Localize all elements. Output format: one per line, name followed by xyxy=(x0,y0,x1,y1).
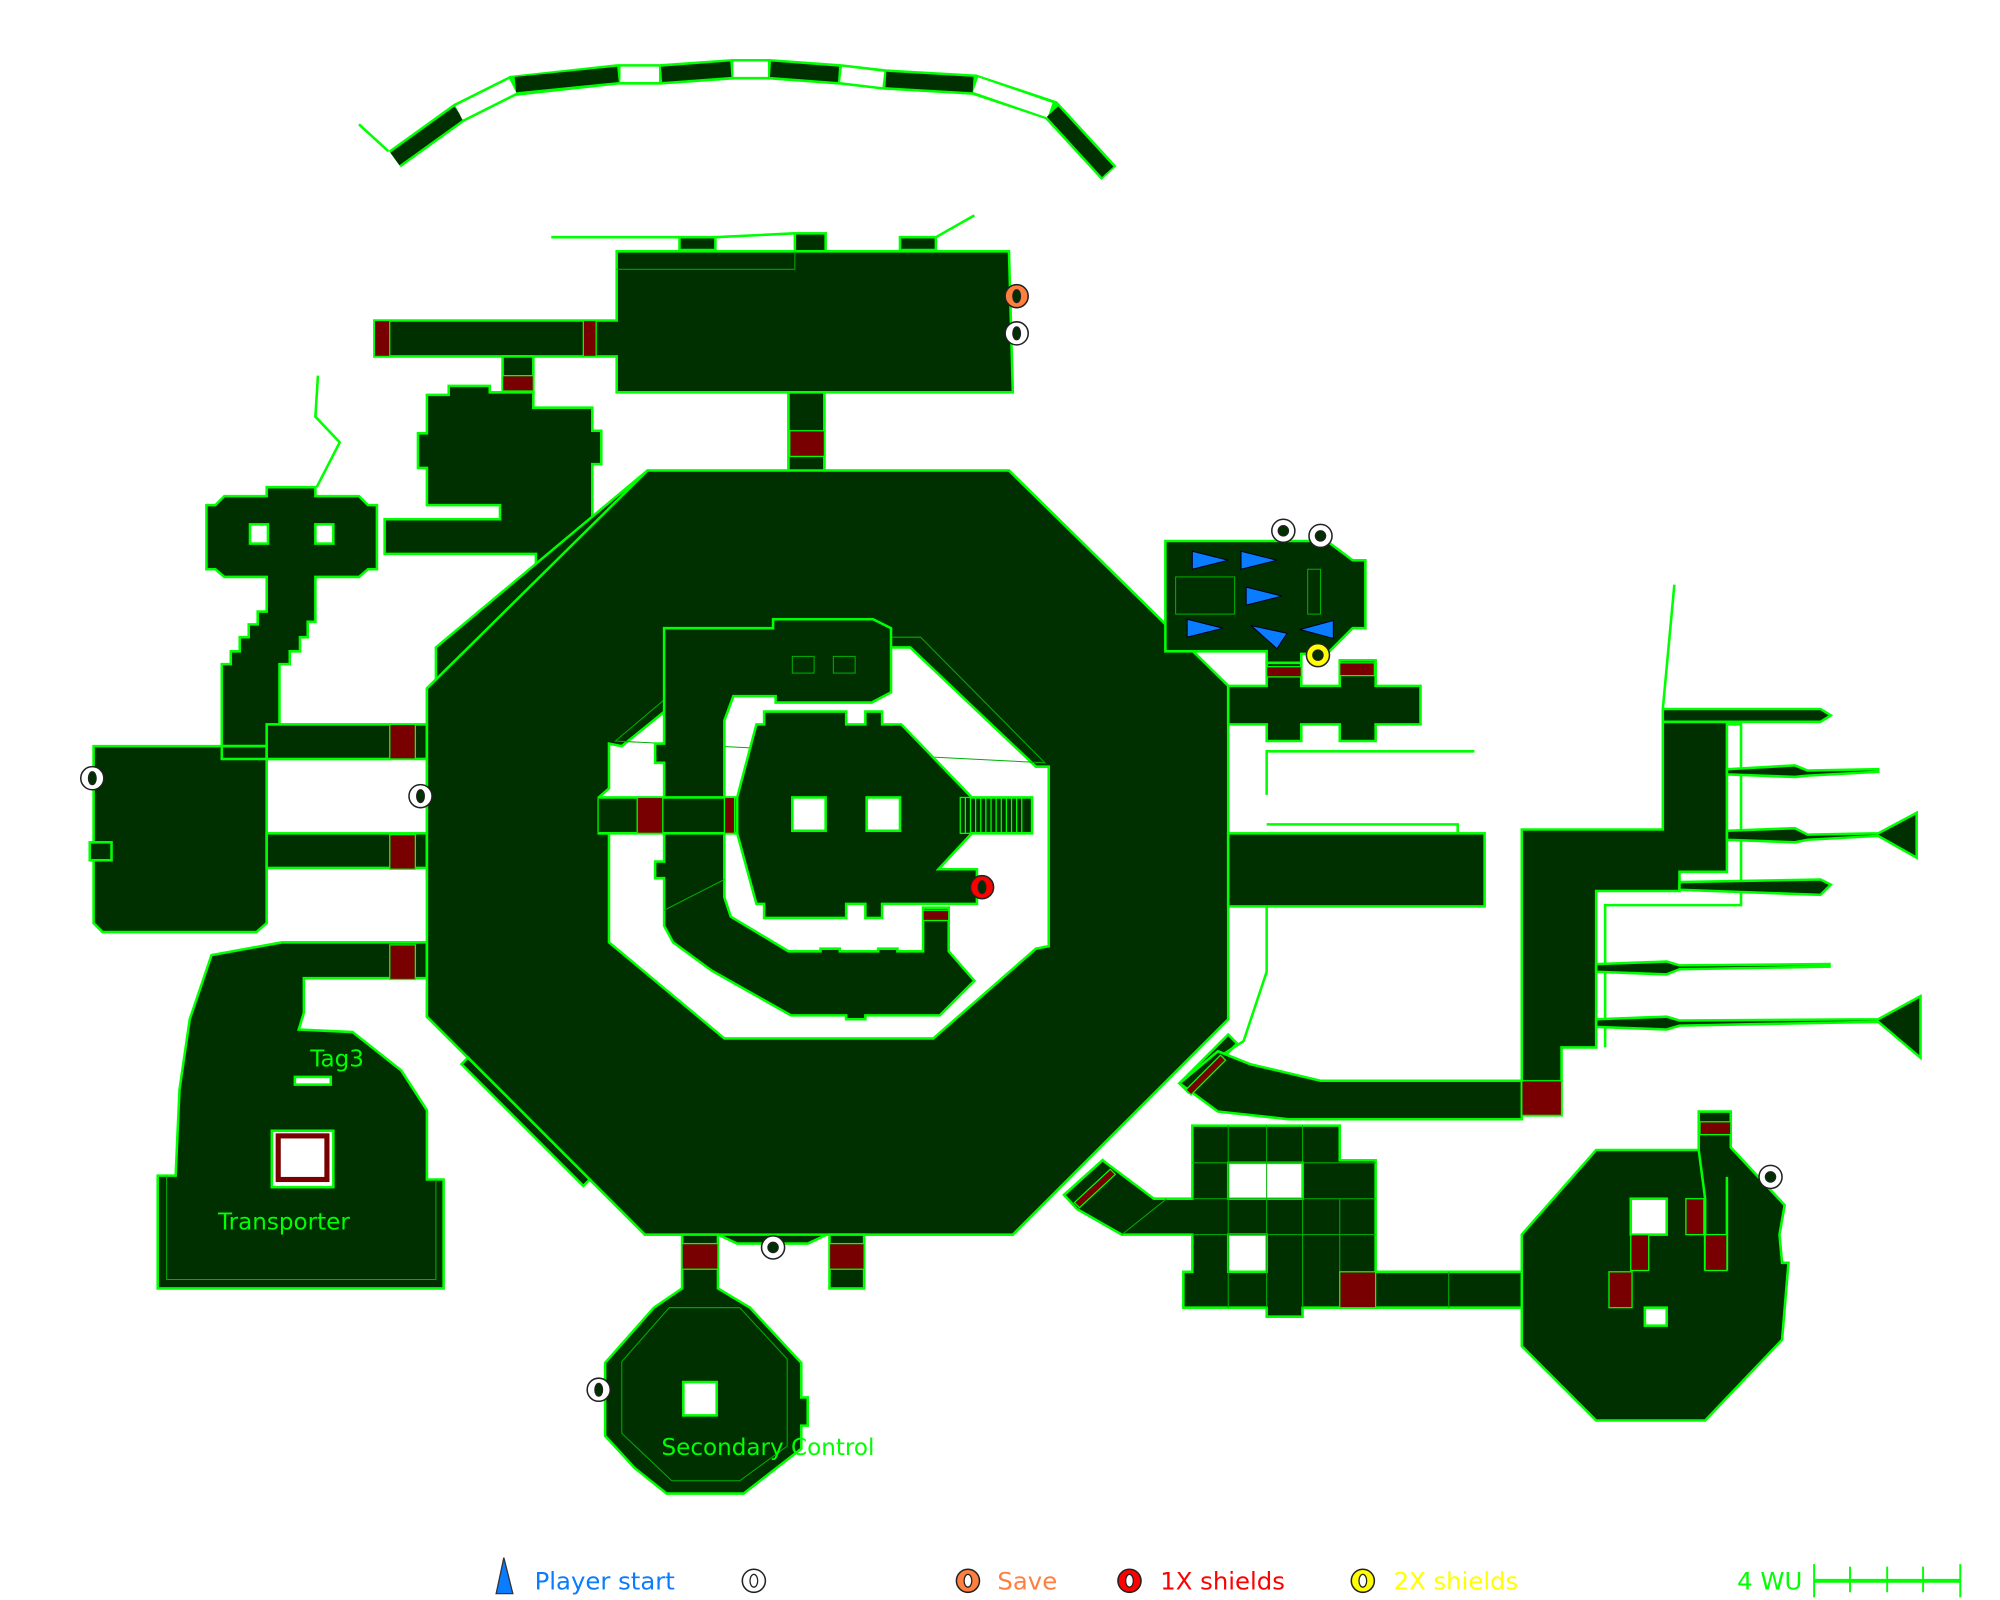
scale-bar xyxy=(1813,1564,1962,1598)
stairs xyxy=(959,796,1023,834)
player-start-icon xyxy=(1186,618,1224,638)
player-start-icon xyxy=(1191,550,1229,570)
room-label-transporter: Transporter xyxy=(217,1209,350,1235)
top-strip xyxy=(551,214,975,253)
player-start-legend-icon xyxy=(495,1557,514,1595)
doors xyxy=(373,319,1732,1309)
scale-label: 4 WU xyxy=(1737,1567,1802,1596)
player-starts xyxy=(1186,550,1334,650)
east-wing xyxy=(1520,720,1729,1117)
legend-2x-shields: 2X shields xyxy=(1394,1567,1519,1596)
far-left-room xyxy=(92,744,268,934)
grid-rooms xyxy=(1062,1124,1524,1318)
shields-2x-legend-icon xyxy=(1350,1568,1376,1594)
item-markers xyxy=(80,283,1783,1403)
small-pillar-room xyxy=(205,485,393,761)
player-start-icon xyxy=(1240,550,1278,570)
inner-corridor xyxy=(653,617,977,1021)
shields-1x-legend-icon xyxy=(1117,1568,1142,1594)
secondary-control-room xyxy=(603,1233,809,1495)
player-start-icon xyxy=(1298,619,1334,640)
item-legend-icon xyxy=(741,1568,767,1594)
legend-1x-shields: 1X shields xyxy=(1160,1567,1285,1596)
save-legend-icon xyxy=(955,1568,981,1594)
southeast-room xyxy=(1520,1110,1790,1422)
player-start-icon xyxy=(1245,586,1283,606)
room-label-secondary-control: Secondary Control xyxy=(662,1435,875,1461)
legend-save: Save xyxy=(997,1567,1057,1596)
top-arc-walkway xyxy=(358,58,1117,181)
player-start-icon xyxy=(1249,624,1289,650)
legend: Player start Save 1X shields 2X shields … xyxy=(495,1557,1962,1598)
room-label-tag3: Tag3 xyxy=(309,1047,364,1073)
transporter-room xyxy=(156,941,445,1290)
legend-player-start: Player start xyxy=(535,1567,675,1596)
